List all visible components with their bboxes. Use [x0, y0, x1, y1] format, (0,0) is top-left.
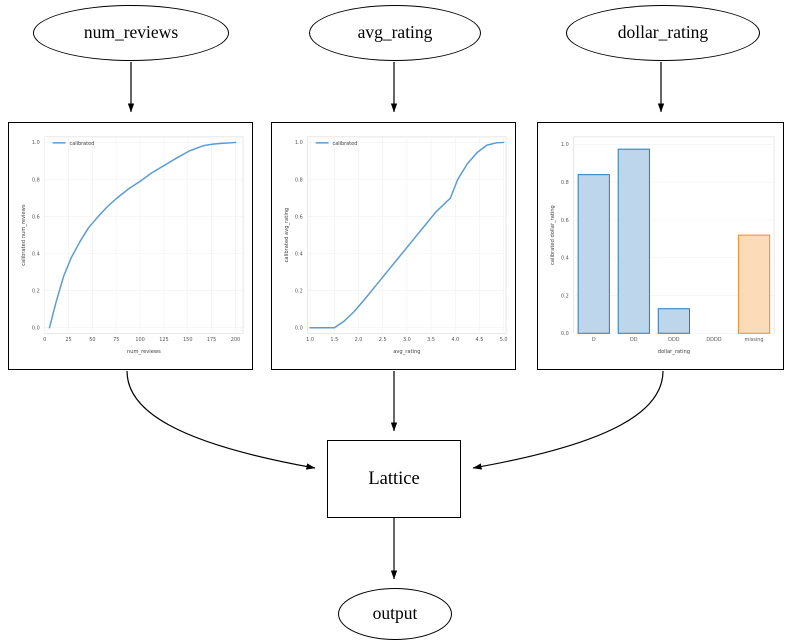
x-tick-label: 3.5: [427, 337, 435, 343]
y-tick-label: 0.2: [561, 293, 569, 299]
y-tick-label: 0.4: [561, 256, 569, 262]
x-tick-label: 100: [135, 337, 144, 343]
y-axis-label: calibrated dollar_rating: [550, 205, 556, 265]
y-tick-label: 0.0: [32, 326, 40, 332]
edge-num-reviews-plot-to-lattice: [126, 370, 316, 470]
x-axis-label: num_reviews: [127, 349, 161, 355]
node-num-reviews[interactable]: num_reviews: [33, 5, 229, 61]
node-avg-rating[interactable]: avg_rating: [309, 5, 481, 61]
x-tick-label: 0: [43, 337, 46, 343]
calibration-curve: [309, 141, 505, 329]
y-axis-label: calibrated num_reviews: [21, 204, 27, 266]
num-reviews-calibration-plot: 0 25 50 75 100 125 150 175 200 0.0 0.2 0.4 0.6 0.8 1.0…: [21, 136, 244, 355]
y-tick-label: 0.2: [32, 288, 40, 294]
x-axis-label: avg_rating: [393, 349, 420, 355]
y-axis-label: calibrated avg_rating: [284, 208, 290, 263]
x-tick-label: 50: [89, 337, 95, 343]
y-tick-label: 0.8: [561, 180, 569, 186]
y-tick-label: 0.0: [295, 326, 303, 332]
x-tick-label: 1.5: [330, 337, 338, 343]
node-lattice[interactable]: Lattice: [327, 440, 461, 518]
y-tick-label: 0.2: [295, 288, 303, 294]
x-tick-label: 75: [113, 337, 119, 343]
y-tick-label: 0.4: [32, 251, 40, 257]
x-tick-label: 175: [207, 337, 216, 343]
node-num-reviews-label: num_reviews: [83, 22, 179, 43]
x-tick-label: DDDD: [706, 337, 721, 343]
y-tick-label: 0.6: [561, 218, 569, 224]
y-tick-label: 0.4: [295, 251, 303, 257]
node-lattice-label: Lattice: [368, 468, 420, 489]
x-tick-label: 1.0: [306, 337, 314, 343]
y-tick-label: 1.0: [561, 142, 569, 148]
x-tick-label: 25: [65, 337, 71, 343]
x-tick-label: DD: [630, 337, 638, 343]
legend-label: calibrated: [333, 141, 358, 147]
x-tick-label: 4.0: [451, 337, 459, 343]
x-tick-label: 4.5: [476, 337, 484, 343]
y-tick-label: 0.8: [295, 177, 303, 183]
y-tick-label: 0.6: [295, 214, 303, 220]
chart-avg-rating-calibrator: 1.0 1.5 2.0 2.5 3.0 3.5 4.0 4.5 5.0 0.0 0.2 0.4 0.6 0…: [271, 122, 516, 370]
x-tick-label: DDD: [668, 337, 680, 343]
x-tick-label: 3.0: [403, 337, 411, 343]
node-output-label: output: [372, 603, 418, 624]
x-tick-label: 2.0: [355, 337, 363, 343]
y-tick-label: 1.0: [32, 140, 40, 146]
bar: [737, 234, 771, 334]
node-dollar-rating-label: dollar_rating: [617, 22, 709, 43]
bar: [577, 174, 610, 334]
y-tick-label: 0.8: [32, 177, 40, 183]
avg-rating-calibration-plot: 1.0 1.5 2.0 2.5 3.0 3.5 4.0 4.5 5.0 0.0 0.2 0.4 0.6 0…: [284, 136, 508, 355]
x-tick-label: D: [592, 337, 596, 343]
x-axis-label: dollar_rating: [658, 349, 690, 355]
x-tick-label: 125: [159, 337, 168, 343]
x-tick-label: 200: [231, 337, 240, 343]
calibration-curve: [48, 141, 237, 329]
plot-panel: [44, 136, 244, 334]
chart-num-reviews-calibrator: 0 25 50 75 100 125 150 175 200 0.0 0.2 0.4 0.6 0.8 1.0…: [8, 122, 253, 370]
y-tick-label: 0.0: [561, 331, 569, 337]
x-tick-label: missing: [745, 337, 764, 343]
node-avg-rating-label: avg_rating: [357, 22, 433, 43]
legend-label: calibrated: [70, 141, 95, 147]
x-tick-label: 2.5: [379, 337, 387, 343]
bar: [657, 308, 691, 334]
y-tick-label: 0.6: [32, 214, 40, 220]
y-tick-label: 1.0: [295, 140, 303, 146]
x-tick-label: 5.0: [500, 337, 508, 343]
node-dollar-rating[interactable]: dollar_rating: [566, 5, 760, 61]
x-tick-label: 150: [183, 337, 192, 343]
edge-dollar-rating-plot-to-lattice: [472, 370, 664, 470]
node-output[interactable]: output: [338, 588, 452, 640]
bar: [617, 148, 650, 334]
